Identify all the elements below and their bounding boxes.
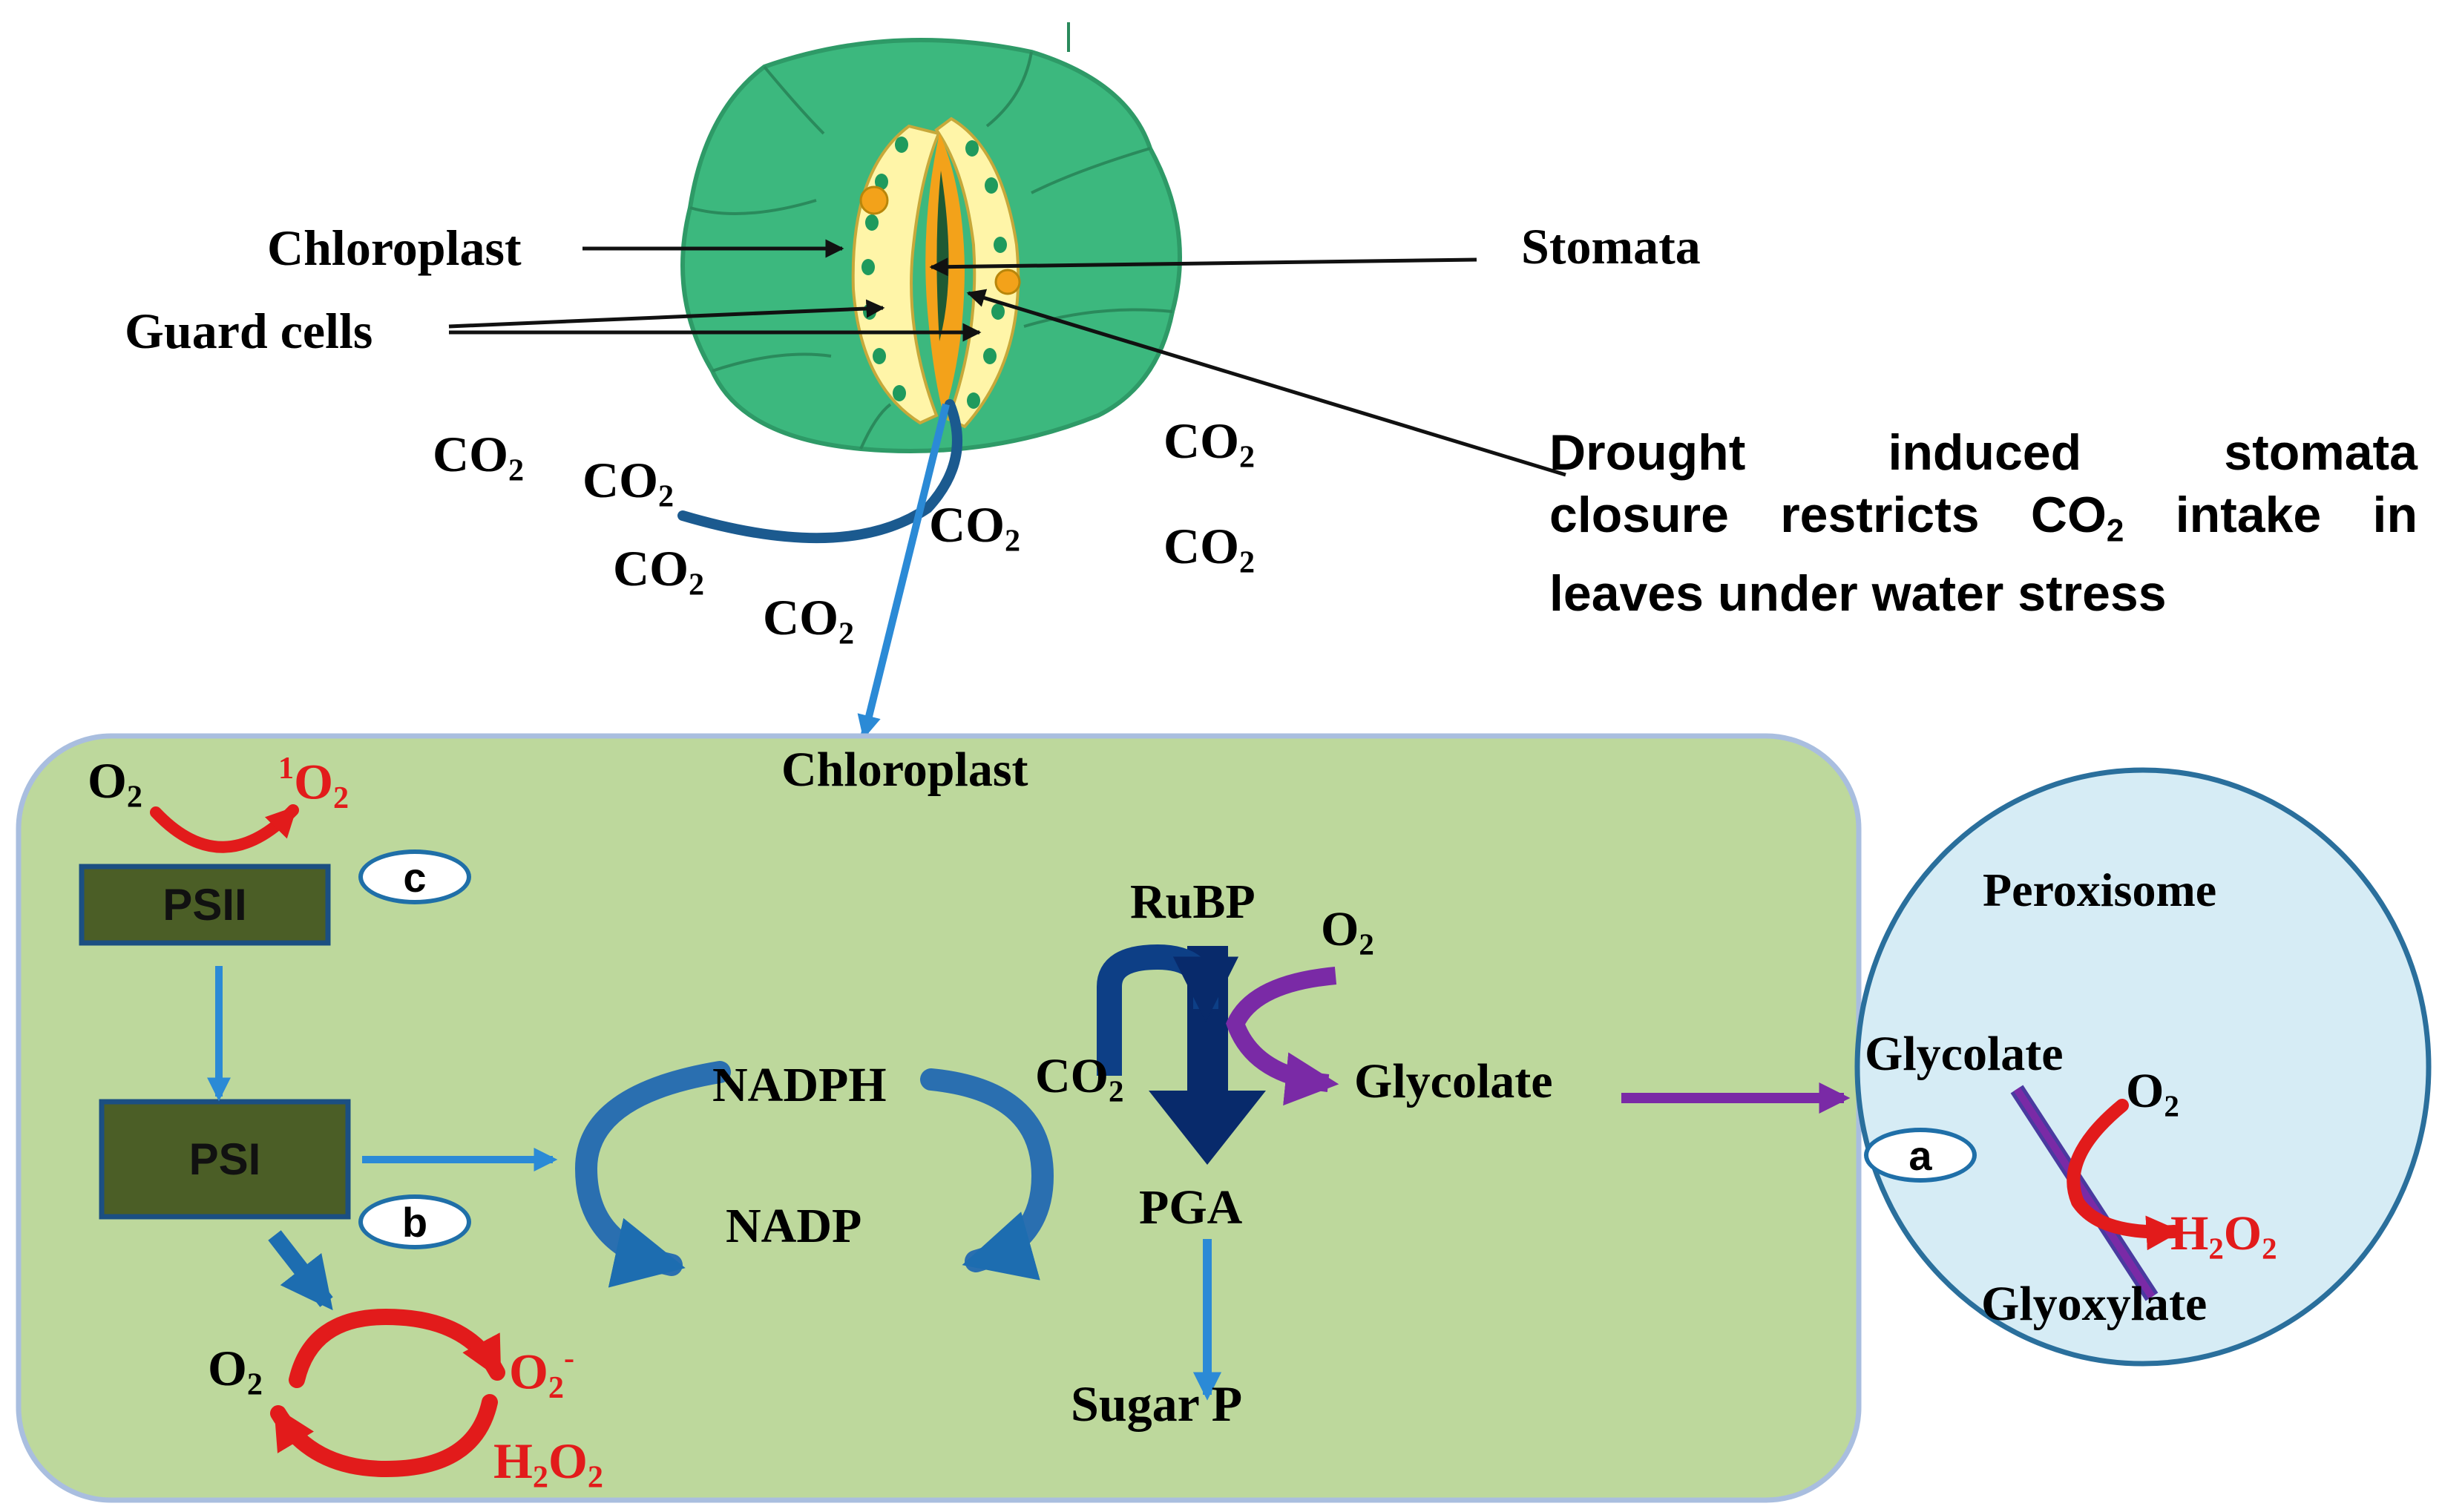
co2-label: CO2 [1163, 518, 1256, 580]
psii-label: PSII [163, 880, 247, 930]
drought-note: Drought induced stomata closure restrict… [1549, 421, 2418, 625]
co2-label: CO2 [1163, 412, 1256, 475]
o2-label: O2 [208, 1340, 263, 1402]
leaf-epidermis [680, 22, 1182, 453]
nadp-label: NADP [726, 1199, 862, 1253]
co2-label: CO2 [763, 589, 855, 651]
chloroplast-pointer-label: Chloroplast [267, 220, 522, 276]
peroxisome-h2o2-label: H2O2 [2170, 1206, 2277, 1266]
rubp-label: RuBP [1130, 875, 1256, 929]
peroxisome-organelle [1854, 767, 2432, 1367]
badge-a: a [1864, 1128, 1977, 1183]
superoxide-label: O2- [509, 1341, 575, 1406]
o2-label: O2 [88, 752, 142, 815]
psii-box [79, 864, 331, 946]
nadph-label: NADPH [712, 1058, 887, 1112]
co2-label: CO2 [613, 540, 705, 602]
drought-note-line-3: leaves under water stress [1549, 565, 2167, 622]
co2-label: CO2 [1035, 1049, 1124, 1108]
drought-note-line-1: Drought induced stomata [1549, 424, 2418, 481]
co2-label: CO2 [582, 452, 674, 514]
peroxisome-title: Peroxisome [1983, 864, 2217, 916]
chloroplast-panel [16, 733, 1862, 1503]
co2-label: CO2 [433, 426, 525, 488]
pga-label: PGA [1139, 1180, 1243, 1235]
chloroplast-title: Chloroplast [781, 743, 1028, 797]
psi-label: PSI [188, 1134, 261, 1184]
o2-label: O2 [2126, 1064, 2179, 1123]
o2-label: O2 [1321, 902, 1374, 962]
h2o2-label: H2O2 [493, 1433, 603, 1495]
stomata-label: Stomata [1521, 218, 1701, 275]
psi-box [99, 1099, 351, 1220]
co2-label: CO2 [929, 496, 1021, 559]
drought-note-line-2: closure restricts CO2 intake in [1549, 487, 2418, 548]
glycolate-label: Glycolate [1354, 1054, 1553, 1108]
badge-c: c [358, 849, 471, 904]
peroxisome-glycolate-label: Glycolate [1865, 1027, 2064, 1081]
glyoxylate-label: Glyoxylate [1981, 1277, 2208, 1331]
singlet-oxygen-label: 1O2 [278, 751, 349, 816]
guard-cells-label: Guard cells [125, 303, 373, 359]
sugar-phosphate-label: Sugar P [1071, 1375, 1243, 1432]
guard-cell-right [934, 116, 1020, 429]
badge-b: b [358, 1194, 471, 1249]
